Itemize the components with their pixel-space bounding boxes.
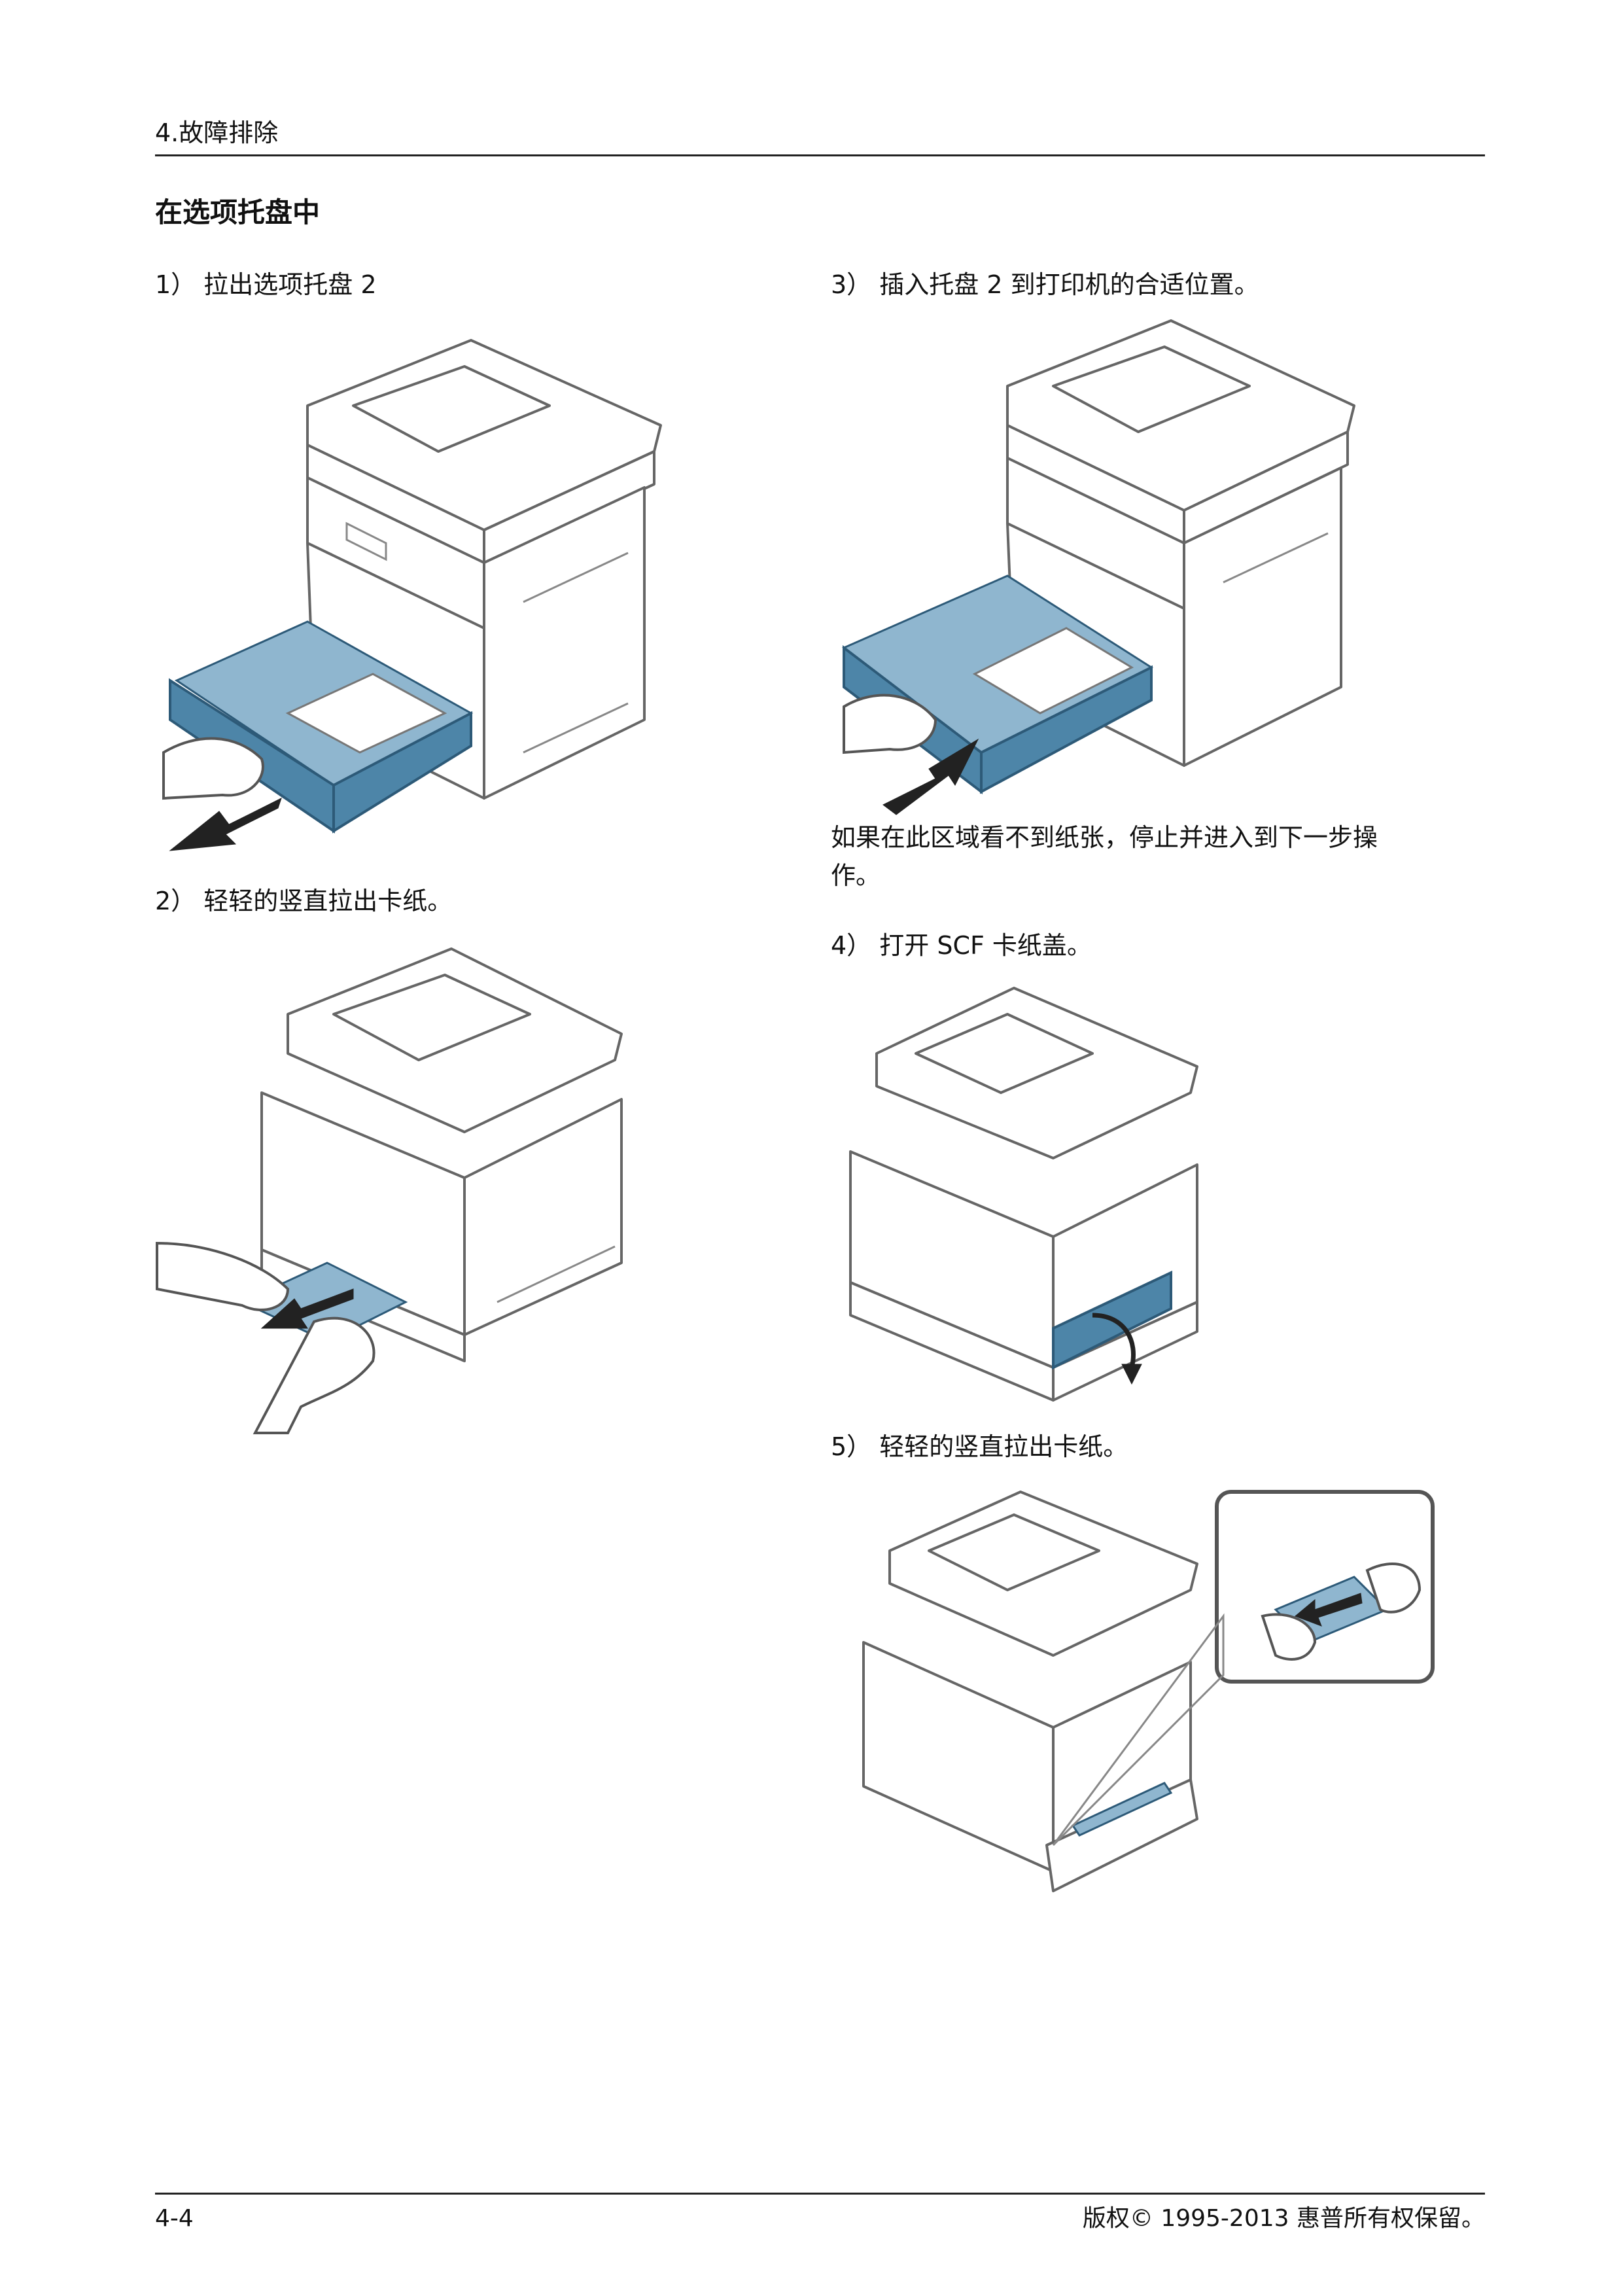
illustration-remove-paper-tray (156, 947, 623, 1434)
step-3-text: 3） 插入托盘 2 到打印机的合适位置。 (831, 270, 1259, 299)
step-1-text: 1） 拉出选项托盘 2 (155, 270, 377, 299)
hand (162, 737, 264, 800)
tray-2 (842, 574, 1154, 795)
illustration-pull-tray (162, 339, 662, 851)
zoom-inset (1052, 1490, 1435, 1846)
printer-body (1006, 319, 1355, 767)
illustration-open-scf-cover (849, 987, 1198, 1402)
section-title: 在选项托盘中 (155, 196, 321, 228)
step-4-text: 4） 打开 SCF 卡纸盖。 (831, 931, 1092, 960)
hand (843, 694, 937, 754)
arrow-pull (169, 798, 282, 851)
copyright-notice: 版权© 1995-2013 惠普所有权保留。 (1082, 2205, 1485, 2232)
step-2-text: 2） 轻轻的竖直拉出卡纸。 (155, 887, 453, 915)
note-line-2: 作。 (831, 861, 881, 890)
arrow-open (1092, 1313, 1142, 1385)
page-number: 4-4 (155, 2205, 194, 2232)
arrow-push (882, 738, 979, 815)
chapter-header: 4.故障排除 (155, 118, 279, 147)
printer-body (849, 987, 1198, 1402)
tray-2 (169, 620, 474, 834)
printer-body (862, 1491, 1198, 1892)
header-rule (155, 154, 1485, 156)
step-5-text: 5） 轻轻的竖直拉出卡纸。 (831, 1432, 1128, 1461)
illustration-remove-paper-scf (862, 1490, 1435, 1892)
illustration-insert-tray (842, 319, 1355, 815)
hands (156, 1241, 375, 1434)
note-line-1: 如果在此区域看不到纸张，停止并进入到下一步操 (831, 823, 1378, 852)
footer-rule (155, 2193, 1485, 2195)
arrow-pull (260, 1288, 354, 1329)
